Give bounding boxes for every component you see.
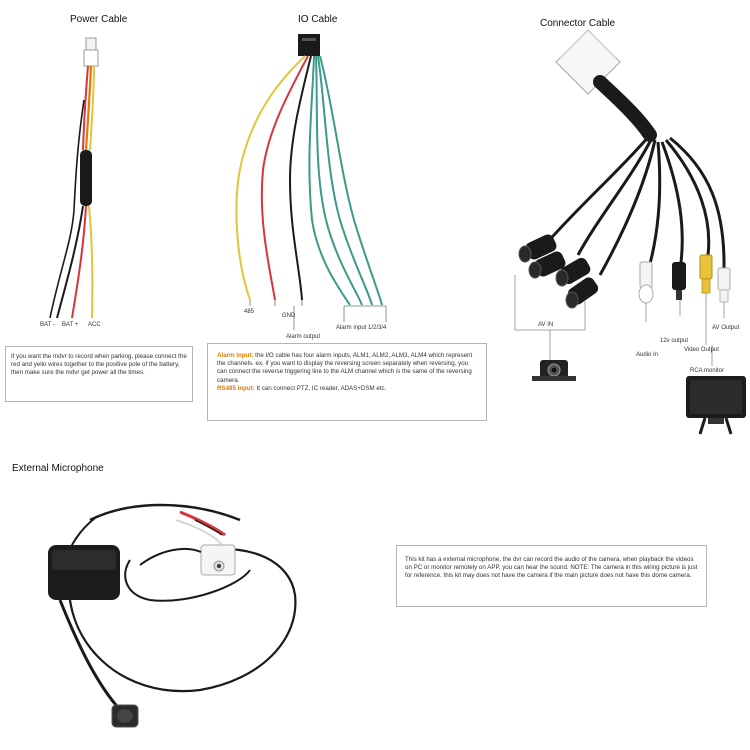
microphone-note: This kit has a external microphone, the … xyxy=(396,545,707,607)
av-in-label: AV IN xyxy=(538,322,554,328)
bat-positive-label: BAT + xyxy=(62,322,79,328)
power-cable-title: Power Cable xyxy=(70,14,128,25)
io-cable-illustration xyxy=(235,34,387,330)
rs485-label: 485 xyxy=(244,309,255,315)
camera-illustration xyxy=(532,360,576,381)
bat-negative-label: BAT - xyxy=(40,322,55,328)
gnd-label: GND xyxy=(282,313,296,319)
rca-monitor-illustration xyxy=(686,376,746,435)
microphone-note-text: This kit has a external microphone, the … xyxy=(405,556,698,580)
power-cable-note: If you want the mdvr to record when park… xyxy=(5,346,193,402)
video-output-label: Video Output xyxy=(684,347,719,353)
power-cable-illustration xyxy=(49,37,99,319)
external-microphone-title: External Microphone xyxy=(12,463,104,474)
connector-cable-illustration xyxy=(514,29,731,366)
rca-monitor-label: RCA monitor xyxy=(690,368,725,374)
acc-label: ACC xyxy=(88,322,101,328)
connector-cable-title: Connector Cable xyxy=(540,18,616,29)
alarm-input-label: Alarm input 1/2/3/4 xyxy=(336,325,387,331)
io-cable-note-rs485: RS485 input: It can connect PTZ, IC read… xyxy=(217,385,477,393)
microphone-illustration xyxy=(48,503,297,728)
alarm-input-text: the I/O cable has four alarm inputs, ALM… xyxy=(217,352,473,384)
io-cable-note-alarm: Alarm input: the I/O cable has four alar… xyxy=(217,352,477,385)
12v-output-label: 12v output xyxy=(660,338,689,344)
av-output-label: AV Output xyxy=(712,325,740,331)
rs485-input-heading: RS485 input: xyxy=(217,384,255,392)
rs485-input-text: It can connect PTZ, IC reader, ADAS+DSM … xyxy=(254,384,387,392)
io-cable-note: Alarm input: the I/O cable has four alar… xyxy=(207,343,487,421)
alarm-input-heading: Alarm input: xyxy=(217,352,254,359)
power-cable-note-text: If you want the mdvr to record when park… xyxy=(11,353,187,377)
alarm-output-label: Alarm output xyxy=(286,334,321,340)
io-cable-title: IO Cable xyxy=(298,14,338,25)
audio-in-label: Audio In xyxy=(636,352,659,358)
